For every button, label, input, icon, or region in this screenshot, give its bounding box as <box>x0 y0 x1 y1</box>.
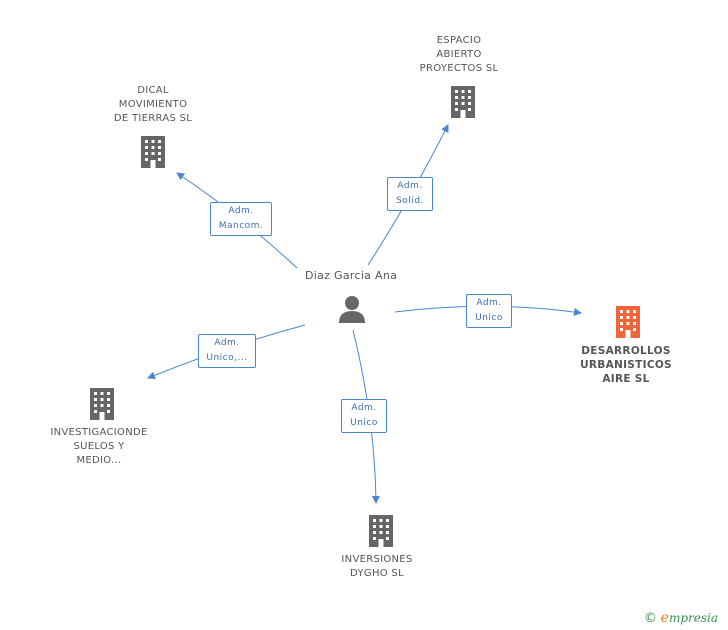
company-label-dical[interactable]: DICAL MOVIMIENTO DE TIERRAS SL <box>113 85 193 124</box>
edge-label-espacio: Adm. Solid. <box>387 177 433 211</box>
company-label-investigacion[interactable]: INVESTIGACIONDE SUELOS Y MEDIO... <box>50 427 148 466</box>
company-label-inversiones[interactable]: INVERSIONES DYGHO SL <box>341 554 413 579</box>
edge-label-dical: Adm. Mancom. <box>210 202 272 236</box>
building-icon-investigacion[interactable] <box>87 387 117 421</box>
footer-brand: © empresia <box>644 610 718 626</box>
company-label-desarrollos[interactable]: DESARROLLOS URBANISTICOS AIRE SL <box>580 345 672 385</box>
edge-label-investigacion: Adm. Unico,... <box>198 334 256 368</box>
brand-name: mpresia <box>668 611 718 625</box>
building-icon-espacio[interactable] <box>448 85 478 119</box>
edge-label-inversiones: Adm. Unico <box>341 399 387 433</box>
brand-initial: e <box>660 610 669 626</box>
person-icon[interactable] <box>337 294 367 324</box>
company-label-espacio[interactable]: ESPACIO ABIERTO PROYECTOS SL <box>419 35 499 74</box>
building-icon-inversiones[interactable] <box>366 514 396 548</box>
copyright-symbol: © <box>643 611 657 626</box>
person-name: Diaz Garcia Ana <box>305 269 398 282</box>
edge-label-desarrollos: Adm. Unico <box>466 294 512 328</box>
building-icon-dical[interactable] <box>138 135 168 169</box>
building-icon-desarrollos[interactable] <box>613 305 643 339</box>
